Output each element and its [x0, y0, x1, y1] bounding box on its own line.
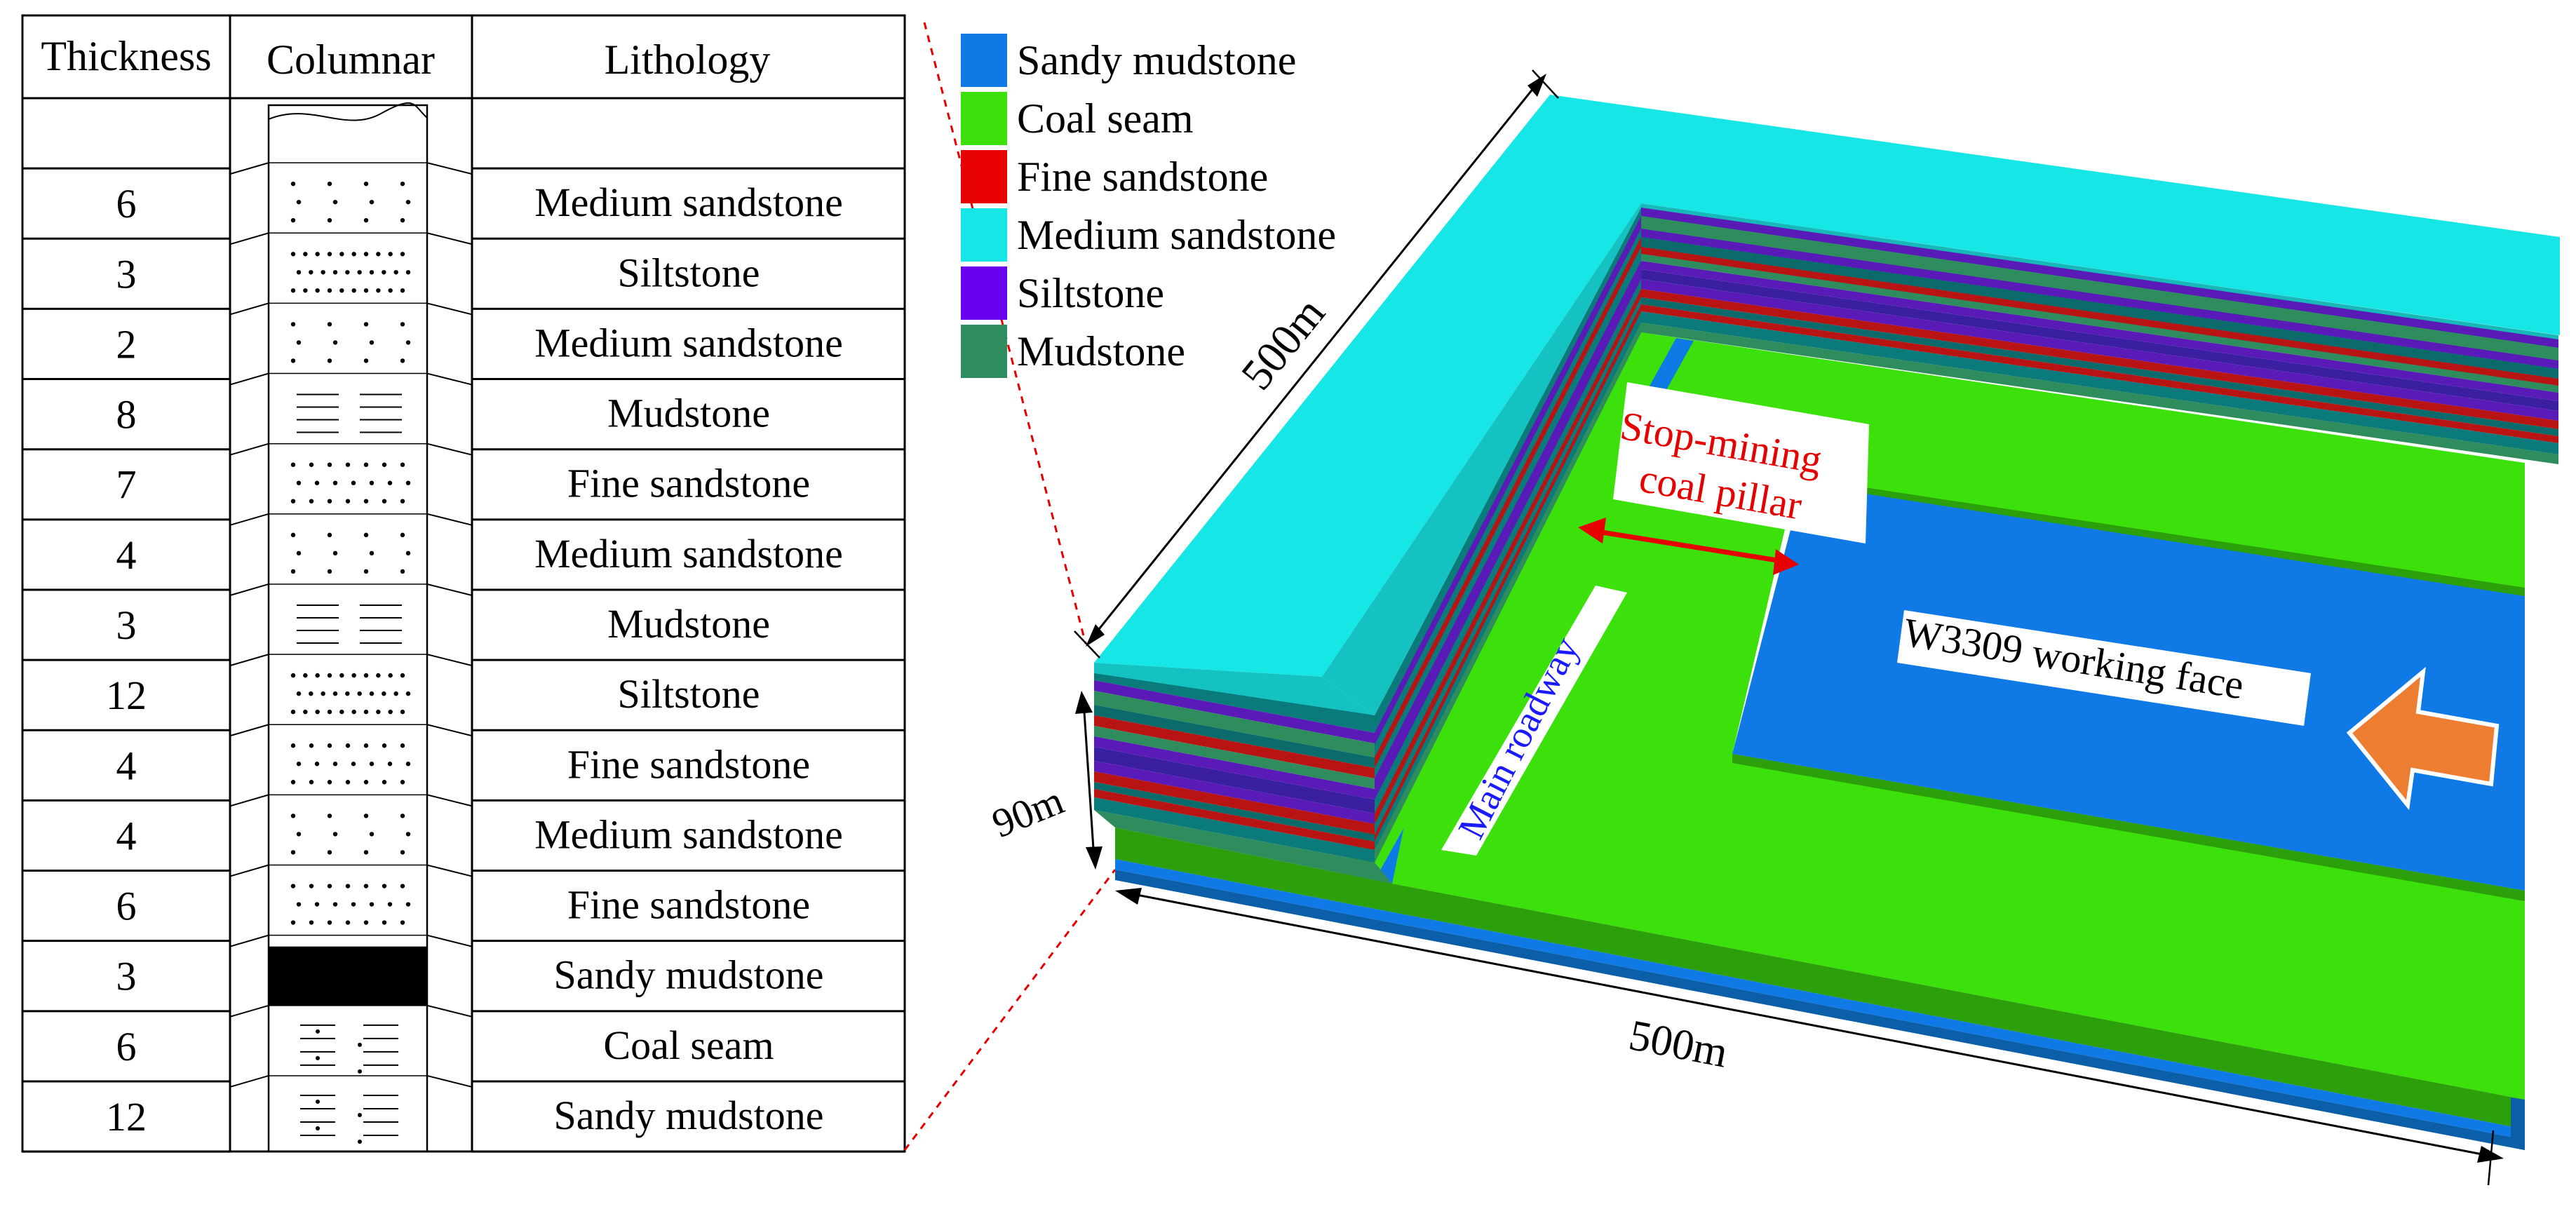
legend-item: Mudstone — [961, 325, 1185, 378]
working-face-bottom-edge — [1732, 754, 2525, 901]
left-wall-layers — [1094, 663, 1392, 884]
legend-swatch — [961, 325, 1007, 378]
table-row: 6 Coal seam — [22, 1022, 905, 1088]
lithology-label: Medium sandstone — [534, 811, 843, 857]
legend-item: Medium sandstone — [961, 208, 1336, 262]
legend-item: Coal seam — [961, 92, 1194, 145]
thickness-value: 7 — [116, 462, 137, 508]
table-row: 4 Fine sandstone — [22, 741, 905, 807]
legend-item: Fine sandstone — [961, 150, 1268, 203]
thickness-value: 6 — [116, 884, 137, 929]
table-frame — [21, 14, 906, 1153]
thickness-value: 12 — [106, 673, 147, 718]
front-face-coal — [1115, 828, 2525, 1129]
lithology-label: Medium sandstone — [534, 180, 843, 225]
dim-bottom-label: 500m — [1625, 1011, 1732, 1077]
front-face-right-edge — [2511, 1097, 2525, 1150]
legend-swatch — [961, 208, 1007, 262]
header-columnar: Columnar — [267, 36, 435, 83]
thickness-value: 12 — [106, 1094, 147, 1140]
header-lithology: Lithology — [605, 36, 771, 83]
table-row: 7 Fine sandstone — [22, 461, 905, 526]
left-wall-side-stripes — [1375, 216, 1641, 863]
table-row: 3 Siltstone — [22, 250, 905, 316]
table-row: 4 Medium sandstone — [22, 531, 905, 596]
legend-swatch — [961, 150, 1007, 203]
lithology-label: Siltstone — [617, 671, 760, 717]
dimension-top — [1074, 69, 1559, 658]
thickness-value: 3 — [116, 251, 137, 297]
lithology-label: Sandy mudstone — [553, 1093, 823, 1138]
advance-direction-arrow — [2346, 666, 2500, 811]
lithology-label: Coal seam — [603, 1022, 774, 1068]
lithology-label: Fine sandstone — [567, 461, 810, 506]
table-row — [22, 102, 905, 175]
thickness-value: 3 — [116, 602, 137, 648]
projection-line-bottom — [903, 869, 1117, 1151]
cap-slab-front — [1094, 663, 1375, 715]
thickness-value: 4 — [116, 743, 137, 788]
table-row: 8 Mudstone — [22, 391, 905, 456]
columnar-strip — [267, 104, 429, 1153]
table-row: 6 Medium sandstone — [22, 180, 905, 245]
table-row: 2 Medium sandstone — [22, 320, 905, 386]
cap-slab-top — [1094, 95, 2560, 677]
legend-label: Mudstone — [1017, 328, 1185, 374]
lithology-label: Mudstone — [607, 601, 770, 647]
table-row: 4 Medium sandstone — [22, 811, 905, 877]
right-wall-layers — [1641, 208, 2558, 464]
thickness-value: 6 — [116, 181, 137, 227]
header-thickness: Thickness — [41, 33, 211, 79]
legend-swatch — [961, 266, 1007, 320]
thickness-value: 6 — [116, 1024, 137, 1069]
front-face-base — [1115, 870, 2525, 1150]
dim-height-label: 90m — [986, 777, 1070, 846]
lithology-label: Siltstone — [617, 250, 760, 295]
cap-slab-inner-edge — [1322, 203, 1641, 715]
thickness-value: 3 — [116, 954, 137, 999]
dim-top-label: 500m — [1232, 288, 1335, 399]
lithology-label: Medium sandstone — [534, 320, 843, 365]
model-3d: 500m 90m 500m Stop-mining coal pillar — [986, 69, 2560, 1186]
lithology-label: Medium sandstone — [534, 531, 843, 576]
legend-label: Coal seam — [1017, 95, 1194, 142]
legend-item: Sandy mudstone — [961, 34, 1296, 87]
table-row: 3 Mudstone — [22, 601, 905, 667]
lithology-label: Fine sandstone — [567, 741, 810, 787]
lithology-label: Mudstone — [607, 391, 770, 436]
legend-swatch — [961, 34, 1007, 87]
table-row: 12 Sandy mudstone — [22, 1093, 905, 1153]
legend-item: Siltstone — [961, 266, 1164, 320]
lithology-label: Sandy mudstone — [553, 952, 823, 998]
dimension-bottom — [1115, 888, 2504, 1186]
table-row: 12 Siltstone — [22, 671, 905, 737]
legend-label: Medium sandstone — [1017, 212, 1336, 258]
pillar-width-arrow — [1578, 518, 1799, 575]
table-row: 6 Fine sandstone — [22, 882, 905, 947]
thickness-value: 4 — [116, 532, 137, 578]
legend-label: Sandy mudstone — [1017, 37, 1296, 83]
working-face-top-edge — [1795, 477, 2525, 596]
legend-label: Siltstone — [1017, 270, 1164, 316]
lithology-label: Fine sandstone — [567, 882, 810, 928]
table-row: 3 Sandy mudstone — [22, 946, 905, 1018]
front-face-sandy — [1115, 859, 2525, 1140]
legend-label: Fine sandstone — [1017, 154, 1268, 200]
thickness-value: 2 — [116, 321, 137, 367]
thickness-value: 8 — [116, 392, 137, 438]
dimension-height — [1075, 691, 1102, 870]
legend-swatch — [961, 92, 1007, 145]
thickness-value: 4 — [116, 813, 137, 858]
